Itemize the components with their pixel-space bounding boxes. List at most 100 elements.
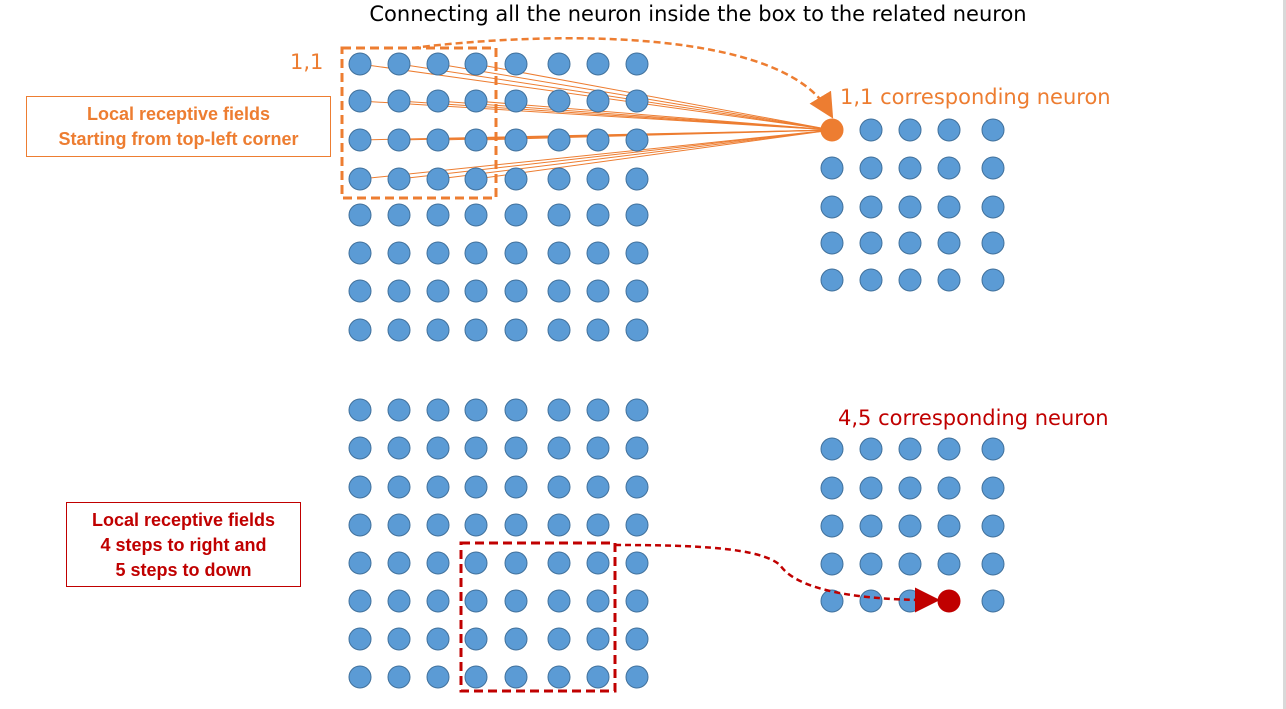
output-neuron [898,231,922,255]
input-neuron [348,318,372,342]
output-neuron [937,118,961,142]
top-mapping-arrow [411,37,834,119]
input-neuron [625,475,649,499]
input-neuron [586,589,610,613]
output-highlighted-neuron [937,589,961,613]
input-neuron [504,551,528,575]
input-neuron [464,475,488,499]
input-neuron [586,436,610,460]
bottom-note-line-3: 5 steps to down [115,560,252,580]
diagram-title: Connecting all the neuron inside the box… [369,2,1027,26]
output-neuron [820,156,844,180]
output-neuron [898,156,922,180]
output-neuron [859,476,883,500]
input-neuron [504,665,528,689]
output-neuron [820,589,844,613]
output-neuron [898,552,922,576]
input-neuron [547,665,571,689]
input-neuron [464,398,488,422]
input-neuron [464,318,488,342]
input-neuron [464,436,488,460]
output-neuron [820,476,844,500]
input-neuron [504,627,528,651]
input-neuron [387,398,411,422]
input-neuron [348,52,372,76]
input-neuron [348,167,372,191]
input-neuron [586,475,610,499]
input-neuron [586,551,610,575]
input-neuron [547,241,571,265]
input-neuron [547,279,571,303]
input-neuron [504,279,528,303]
input-neuron [348,241,372,265]
input-neuron [625,436,649,460]
input-neuron [387,203,411,227]
top-output-neuron-label: 1,1 corresponding neuron [840,85,1111,109]
output-neuron [898,118,922,142]
input-neuron [348,89,372,113]
input-neuron [426,436,450,460]
input-neuron [504,89,528,113]
input-neuron [464,241,488,265]
input-neuron [426,398,450,422]
output-neuron [981,195,1005,219]
input-neuron [387,89,411,113]
input-neuron [504,241,528,265]
top-receptive-field-box [340,46,498,200]
output-neuron [937,156,961,180]
output-neuron [898,514,922,538]
input-neuron [387,128,411,152]
output-neuron [859,437,883,461]
bottom-input-layer-grid [348,398,649,689]
input-neuron [348,665,372,689]
output-neuron [981,552,1005,576]
input-neuron [464,203,488,227]
input-neuron [625,398,649,422]
input-neuron [464,513,488,537]
input-neuron [426,167,450,191]
input-neuron [464,89,488,113]
input-neuron [547,627,571,651]
input-neuron [547,318,571,342]
output-neuron [937,476,961,500]
input-neuron [547,89,571,113]
input-neuron [464,52,488,76]
input-neuron [547,52,571,76]
input-neuron [464,627,488,651]
output-neuron [820,268,844,292]
input-neuron [504,475,528,499]
input-neuron [426,128,450,152]
input-neuron [504,52,528,76]
top-note-line-2: Starting from top-left corner [58,129,299,149]
input-neuron [586,398,610,422]
connection-line [475,100,833,131]
input-neuron [426,513,450,537]
input-neuron [504,318,528,342]
output-neuron [898,195,922,219]
input-neuron [387,167,411,191]
bottom-receptive-field-box [459,541,617,693]
output-neuron [981,589,1005,613]
input-neuron [387,513,411,537]
input-neuron [426,627,450,651]
input-neuron [586,279,610,303]
output-neuron [937,268,961,292]
input-neuron [464,167,488,191]
input-neuron [547,203,571,227]
input-neuron [504,128,528,152]
top-input-layer-grid [348,52,649,342]
connection-line [437,129,833,180]
input-neuron [387,52,411,76]
input-neuron [625,513,649,537]
input-neuron [348,279,372,303]
connection-line [398,63,833,131]
input-neuron [586,665,610,689]
input-neuron [586,128,610,152]
input-neuron [504,513,528,537]
input-neuron [387,551,411,575]
input-neuron [625,627,649,651]
input-neuron [426,241,450,265]
input-neuron [387,436,411,460]
input-neuron [348,398,372,422]
